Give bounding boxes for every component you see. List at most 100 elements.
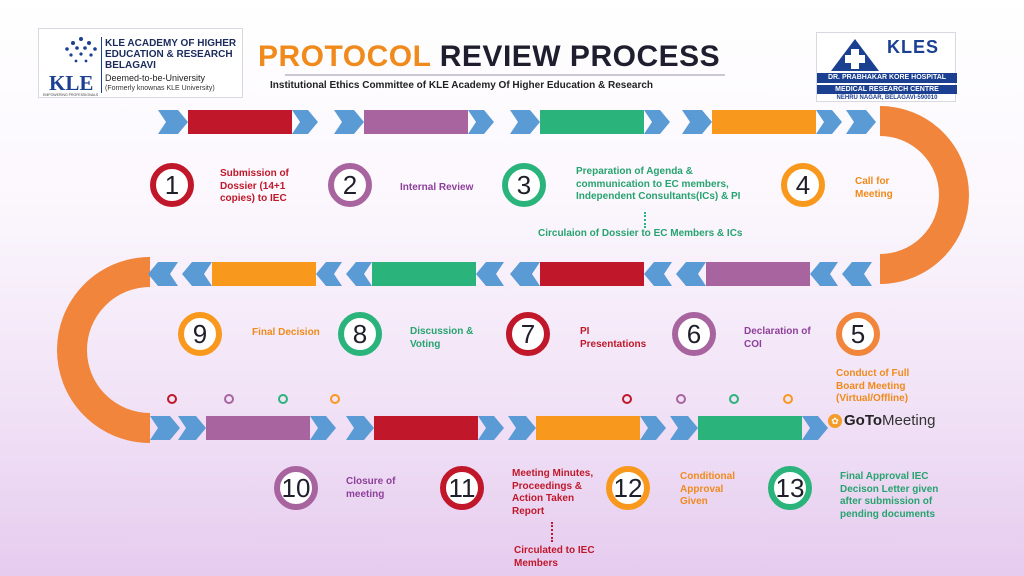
dotted-connector xyxy=(551,522,553,542)
meeting-text: Meeting xyxy=(882,412,936,429)
title-protocol: PROTOCOL xyxy=(258,40,431,73)
dotted-connector xyxy=(644,212,646,228)
step-3-label-line: communication to EC members, xyxy=(576,178,729,190)
step-9-circle: 9 xyxy=(178,312,222,356)
track-arrow xyxy=(640,416,666,440)
step-2-label: Internal Review xyxy=(400,182,474,193)
step-8-label-line: Discussion & xyxy=(410,326,474,337)
step-5-circle: 5 xyxy=(836,312,880,356)
step-13-label: Final Approval IEC Decison Letter given … xyxy=(840,471,938,521)
track-arrow xyxy=(292,110,318,134)
step-8-circle: 8 xyxy=(338,312,382,356)
step-7-label-line: PI xyxy=(580,326,590,337)
track-segment xyxy=(188,110,292,134)
gotomeeting-logo: ✿GoToMeeting xyxy=(828,412,935,429)
gotomeeting-icon: ✿ xyxy=(828,414,842,429)
step-3-label: Preparation of Agenda & communication to… xyxy=(576,166,740,204)
track-segment xyxy=(712,110,816,134)
kles-hospital-logo: KLES DR. PRABHAKAR KORE HOSPITAL MEDICAL… xyxy=(816,32,957,102)
kle-mark: KLE xyxy=(49,71,94,95)
step-1-label-line: Dossier (14+1 xyxy=(220,180,286,192)
step-1-circle: 1 xyxy=(150,163,194,207)
track-arrow xyxy=(682,110,712,134)
track-arrow xyxy=(676,262,706,286)
step-1-label: Submission of Dossier (14+1 copies) to I… xyxy=(220,168,289,206)
formerly-text: (Formerly knownas KLE University) xyxy=(105,85,215,92)
title-review-process: REVIEW PROCESS xyxy=(430,40,721,73)
track-arrow xyxy=(148,262,178,286)
step-2-circle: 2 xyxy=(328,163,372,207)
step-3-circle: 3 xyxy=(502,163,546,207)
step-4-label-line: Meeting xyxy=(855,188,893,200)
track-segment xyxy=(698,416,802,440)
right-curve-connector xyxy=(879,106,969,284)
track-arrow xyxy=(476,262,504,286)
track-arrow xyxy=(182,262,212,286)
kle-tagline: EMPOWERING PROFESSIONALS xyxy=(43,93,99,97)
step-7-circle: 7 xyxy=(506,312,550,356)
decorative-ring xyxy=(224,394,234,404)
decorative-ring xyxy=(278,394,288,404)
track-arrow xyxy=(670,416,698,440)
kles-name: KLES xyxy=(887,37,940,57)
track-arrow xyxy=(816,110,842,134)
step-12-label-line: Given xyxy=(680,496,708,507)
track-arrow xyxy=(510,262,540,286)
track-segment xyxy=(364,110,468,134)
track-arrow xyxy=(346,416,374,440)
kle-academy-logo: KLE EMPOWERING PROFESSIONALS KLE ACADEMY… xyxy=(38,28,243,98)
track-segment xyxy=(372,262,476,286)
step-11-label-line: Report xyxy=(512,505,545,517)
step-4-label: Call for Meeting xyxy=(855,176,893,201)
hospital-name: DR. PRABHAKAR KORE HOSPITAL xyxy=(817,73,957,83)
page-title: PROTOCOL REVIEW PROCESS xyxy=(258,40,720,74)
step-13-label-line: Final Approval IEC xyxy=(840,471,929,482)
step-1-label-line: copies) to IEC xyxy=(220,193,287,204)
track-segment xyxy=(540,110,644,134)
step-10-label-line: Closure of xyxy=(346,476,396,487)
decorative-ring xyxy=(729,394,739,404)
hospital-address: NEHRU NAGAR, BELAGAVI-590010 xyxy=(836,95,938,101)
deemed-text: Deemed-to-be-University xyxy=(105,73,206,83)
track-segment xyxy=(540,262,644,286)
track-arrow xyxy=(846,110,876,134)
step-12-circle: 12 xyxy=(606,466,650,510)
step-11-circle: 11 xyxy=(440,466,484,510)
step-13-circle: 13 xyxy=(768,466,812,510)
track-arrow xyxy=(158,110,188,134)
step-13-label-line: Decison Letter given xyxy=(840,483,939,495)
title-underline xyxy=(285,74,725,76)
academy-line-2: EDUCATION & RESEARCH xyxy=(105,49,233,60)
step-5-label-line: (Virtual/Offline) xyxy=(836,393,909,404)
step-9-label: Final Decision xyxy=(252,327,320,338)
track-segment xyxy=(212,262,316,286)
step-11-label-line: Action Taken xyxy=(512,493,575,504)
track-arrow xyxy=(508,416,536,440)
decorative-ring xyxy=(783,394,793,404)
track-arrow xyxy=(510,110,540,134)
step-11-label: Meeting Minutes, Proceedings & Action Ta… xyxy=(512,468,593,518)
decorative-ring xyxy=(676,394,686,404)
track-arrow xyxy=(802,416,828,440)
track-segment xyxy=(706,262,810,286)
step-6-label-line: COI xyxy=(744,338,762,350)
decorative-ring xyxy=(167,394,177,404)
track-segment xyxy=(206,416,310,440)
circulated-line: Circulated to IEC xyxy=(514,545,595,556)
track-arrow xyxy=(478,416,504,440)
star-cluster-icon xyxy=(65,37,97,63)
step-6-circle: 6 xyxy=(672,312,716,356)
track-arrow xyxy=(810,262,838,286)
step-7-label-line: Presentations xyxy=(580,338,647,350)
step-12-label-line: Approval xyxy=(680,483,724,495)
step-3-label-line: Preparation of Agenda & xyxy=(576,166,693,177)
step-5-label-line: Board Meeting xyxy=(836,380,906,392)
track-arrow xyxy=(150,416,180,440)
track-arrow xyxy=(334,110,364,134)
step-12-label-line: Conditional xyxy=(680,471,735,482)
decorative-ring xyxy=(330,394,340,404)
step-12-label: Conditional Approval Given xyxy=(680,471,735,509)
academy-name: KLE ACADEMY OF HIGHER EDUCATION & RESEAR… xyxy=(105,38,236,71)
circulated-line: Members xyxy=(514,557,558,569)
